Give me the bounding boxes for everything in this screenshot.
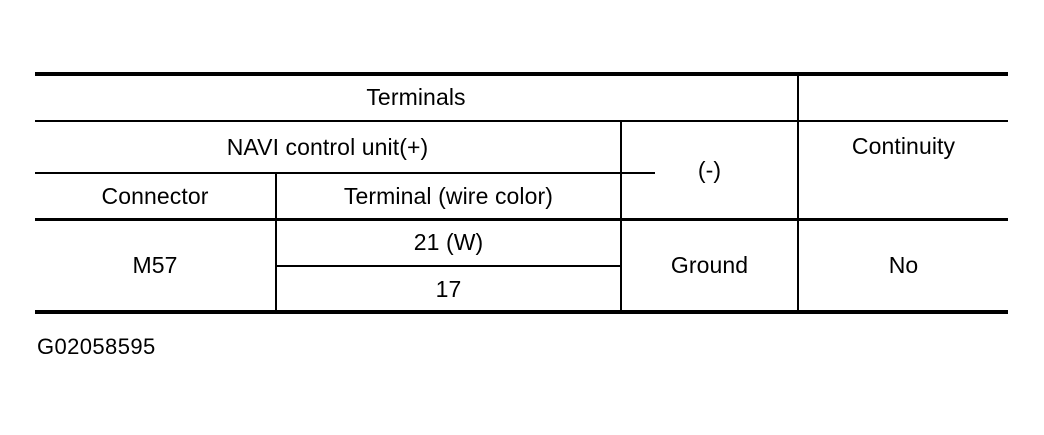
table-row: Ground	[670, 252, 749, 279]
header-navi-control-unit: NAVI control unit(+)	[226, 133, 429, 160]
rule-under-navi-header	[35, 172, 655, 174]
header-continuity: Continuity	[851, 132, 956, 159]
rule-between-terminal-rows	[277, 265, 622, 267]
table-row: No	[888, 252, 919, 279]
divider-terminals-negative	[620, 120, 622, 314]
rule-under-terminals-header	[35, 120, 1008, 122]
header-terminal-wire-color: Terminal (wire color)	[343, 182, 554, 209]
table-top-border	[35, 72, 1008, 76]
terminal-continuity-table: Terminals Continuity NAVI control unit(+…	[35, 72, 1008, 314]
table-row: 21 (W)	[413, 229, 484, 256]
header-connector: Connector	[101, 182, 209, 209]
figure-caption: G02058595	[37, 334, 156, 359]
header-negative-terminal: (-)	[697, 156, 722, 183]
table-row: M57	[132, 252, 178, 279]
header-terminals: Terminals	[366, 83, 466, 110]
table-row: 17	[435, 275, 462, 302]
divider-terminals-continuity	[797, 72, 799, 314]
divider-connector-terminal	[275, 172, 277, 314]
table-bottom-border	[35, 310, 1008, 314]
rule-under-column-headers	[35, 218, 1008, 221]
